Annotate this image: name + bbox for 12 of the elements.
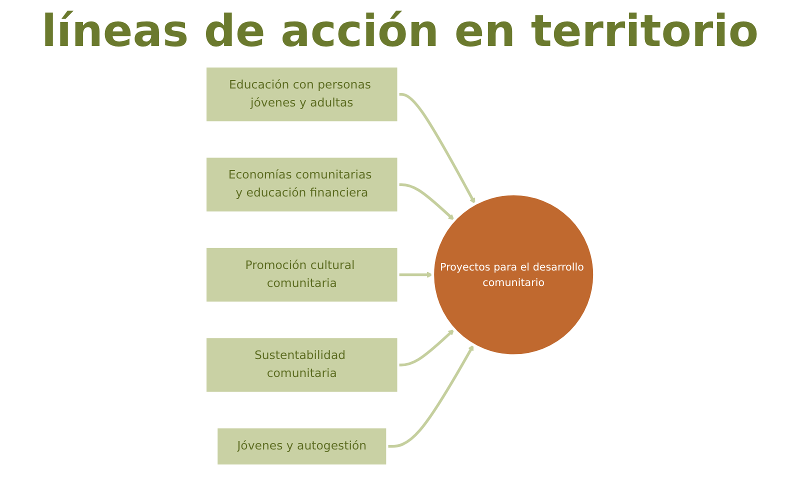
node-box: Promoción cultural comunitaria — [204, 246, 400, 304]
node-box: Sustentabilidad comunitaria — [204, 336, 400, 394]
arrow — [398, 93, 476, 204]
node-box: Educación con personas jóvenes y adultas — [204, 65, 400, 124]
node-box: Jóvenes y autogestión — [216, 426, 388, 467]
node-circle: Proyectos para el desarrollo comunitario — [431, 192, 596, 358]
arrow — [398, 183, 454, 220]
node-box: Economías comunitarias y educación financiera — [204, 156, 400, 214]
arrow — [387, 344, 474, 448]
arrow — [398, 329, 454, 366]
arrow — [398, 272, 433, 278]
title: líneas de acción en territorio — [40, 6, 760, 57]
